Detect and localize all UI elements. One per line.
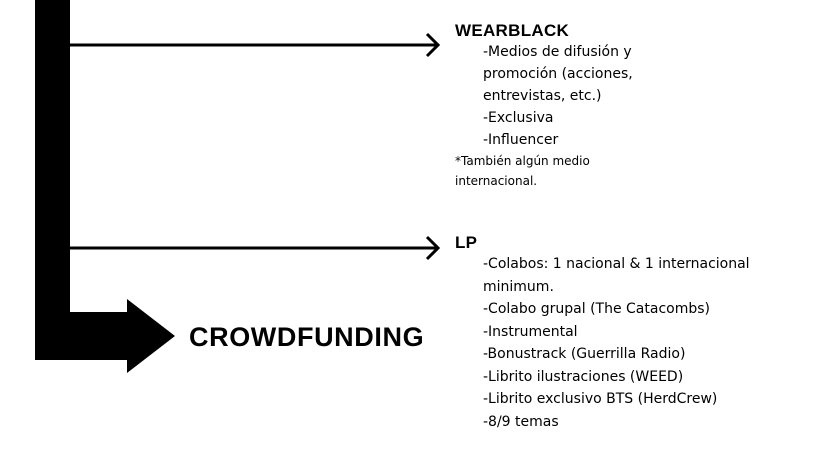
lp-item: -Librito exclusivo BTS (HerdCrew) <box>483 391 718 407</box>
crowdfunding-arrow-shaft <box>35 312 127 360</box>
lp-item: -Instrumental <box>483 323 578 340</box>
lp-item: -8/9 temas <box>483 413 559 430</box>
lp-arrow-head <box>425 235 441 261</box>
lp-title: LP <box>455 233 478 252</box>
wearblack-item: -Exclusiva <box>483 110 554 126</box>
lp-item: -Colabos: 1 nacional & 1 internacional <box>483 256 750 272</box>
lp-item: minimum. <box>483 278 554 295</box>
crowdfunding-label: CROWDFUNDING <box>189 322 425 352</box>
wearblack-note: *También algún medio <box>455 154 590 168</box>
wearblack-item: -Medios de difusión y <box>483 44 632 60</box>
wearblack-item: -Influencer <box>483 132 559 148</box>
wearblack-item: entrevistas, etc.) <box>483 88 602 104</box>
lp-item: -Colabo grupal (The Catacombs) <box>483 301 711 317</box>
wearblack-node: WEARBLACK -Medios de difusión y promoció… <box>455 21 633 191</box>
lp-item: -Bonustrack (Guerrilla Radio) <box>483 346 686 362</box>
wearblack-arrow-head <box>425 32 441 58</box>
main-spine-bar <box>35 0 70 360</box>
lp-item: -Librito ilustraciones (WEED) <box>483 368 684 385</box>
crowdfunding-arrow-head <box>127 299 175 373</box>
lp-node: LP -Colabos: 1 nacional & 1 internaciona… <box>455 233 750 433</box>
wearblack-item: promoción (acciones, <box>483 66 633 82</box>
wearblack-note: internacional. <box>455 174 538 188</box>
wearblack-title: WEARBLACK <box>455 21 570 40</box>
